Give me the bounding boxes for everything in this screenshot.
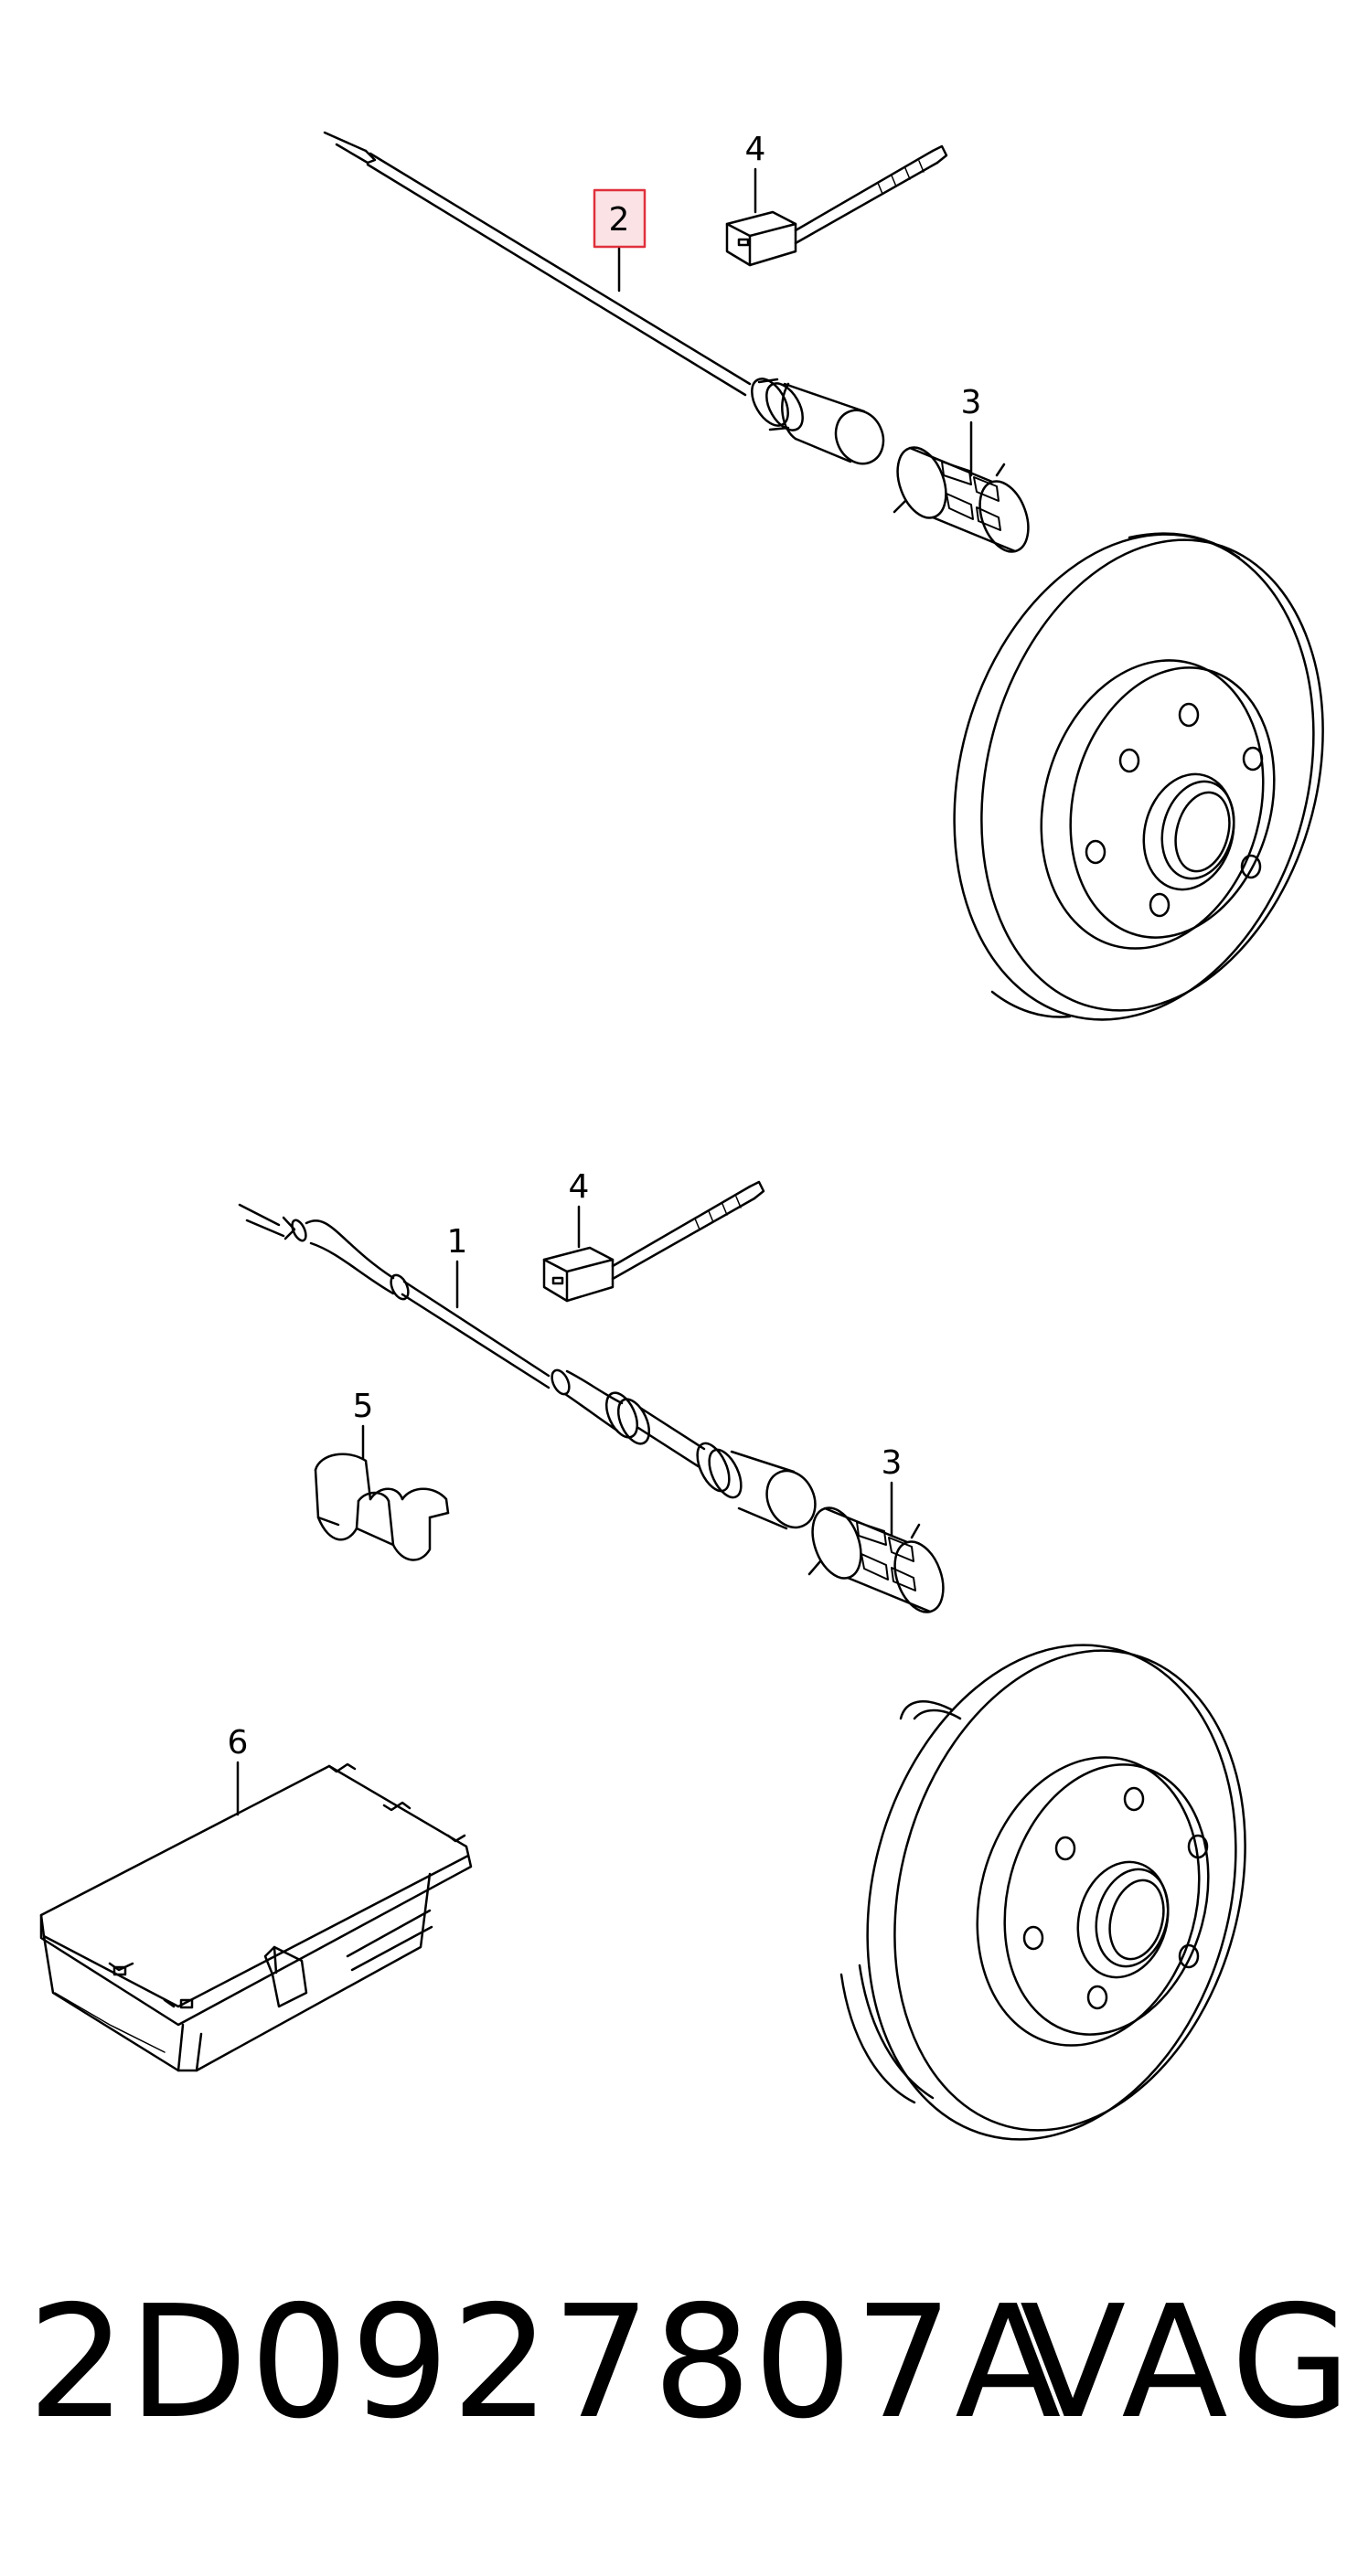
highlight-box	[593, 188, 647, 249]
callout-2[interactable]: 2	[609, 201, 630, 239]
bottom-sleeve[interactable]	[804, 1501, 952, 1619]
bottom-cable-tie[interactable]	[542, 1180, 765, 1303]
callout-4-bottom[interactable]: 4	[569, 1168, 590, 1206]
control-unit[interactable]	[39, 1762, 473, 2072]
top-sleeve[interactable]	[889, 441, 1037, 559]
part-number: 2D0927807A	[27, 2273, 1064, 2454]
callout-1[interactable]: 1	[447, 1223, 468, 1261]
brand-label: VAG	[1020, 2273, 1347, 2454]
callout-4-top[interactable]: 4	[745, 131, 766, 168]
callout-3-bottom[interactable]: 3	[882, 1444, 903, 1482]
top-brake-disc[interactable]	[903, 494, 1347, 1060]
bottom-brake-disc[interactable]	[814, 1603, 1296, 2181]
callout-6[interactable]: 6	[228, 1724, 249, 1762]
callout-5[interactable]: 5	[353, 1388, 374, 1425]
top-speed-sensor[interactable]	[323, 131, 892, 472]
bottom-clip[interactable]	[314, 1453, 450, 1561]
callout-3-top[interactable]: 3	[961, 384, 982, 421]
top-cable-tie[interactable]	[725, 144, 948, 267]
bottom-speed-sensor[interactable]	[238, 1203, 824, 1536]
